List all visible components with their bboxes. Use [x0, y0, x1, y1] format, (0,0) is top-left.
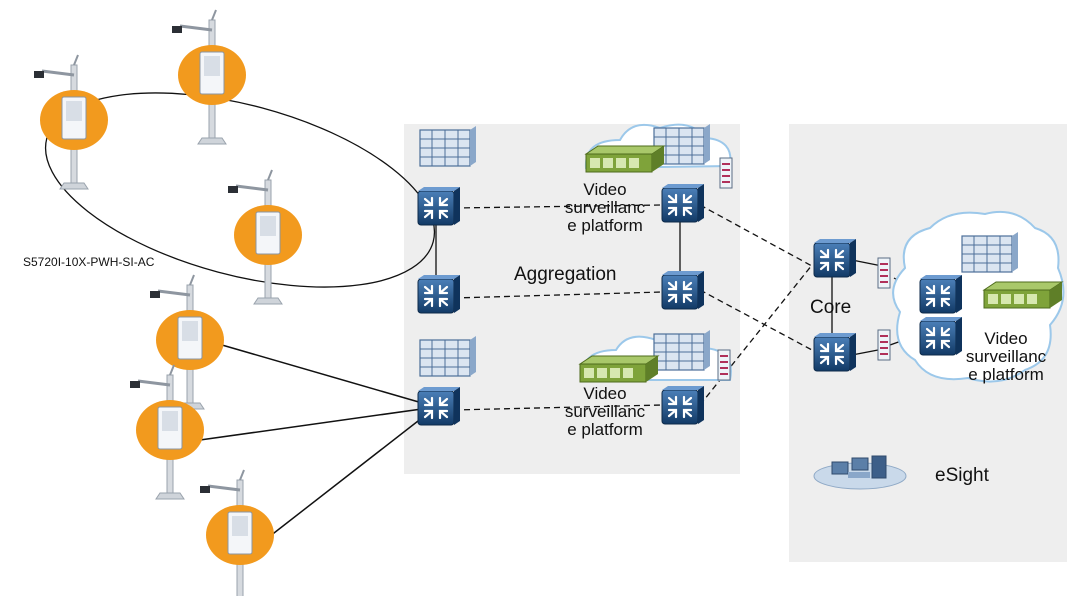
esight-label: eSight: [935, 465, 989, 486]
storage-array-icon: [579, 355, 659, 383]
switch-icon: [660, 182, 706, 224]
camera-pole-icon: [226, 168, 304, 306]
camera-pole-icon: [170, 8, 248, 146]
switch-icon: [416, 185, 462, 227]
switch-icon: [416, 273, 462, 315]
firewall-icon: [717, 349, 731, 381]
video-wall-icon: [961, 231, 1019, 273]
core-label: Core: [810, 297, 852, 318]
ring-link: [44, 92, 436, 288]
video-wall-icon: [653, 329, 711, 371]
firewall-icon: [877, 257, 891, 289]
storage-array-icon: [983, 281, 1063, 309]
esight-icon: [813, 455, 907, 490]
storage-array-icon: [585, 145, 665, 173]
camera-pole-icon: [198, 468, 276, 596]
video-wall-icon: [419, 335, 477, 377]
switch-icon: [416, 385, 462, 427]
switch-icon: [660, 384, 706, 426]
firewall-icon: [877, 329, 891, 361]
switch-icon: [918, 273, 964, 315]
aggregation-label: Aggregation: [514, 264, 617, 285]
camera-pole-icon: [32, 53, 110, 191]
switch-icon: [812, 331, 858, 373]
firewall-icon: [719, 157, 733, 189]
device-model-label: S5720I-10X-PWH-SI-AC: [23, 255, 155, 269]
switch-icon: [812, 237, 858, 279]
camera-links: [199, 344, 437, 541]
video-wall-icon: [419, 125, 477, 167]
switch-icon: [660, 269, 706, 311]
camera-pole-icon: [148, 273, 226, 411]
dashed-links: [453, 204, 813, 411]
